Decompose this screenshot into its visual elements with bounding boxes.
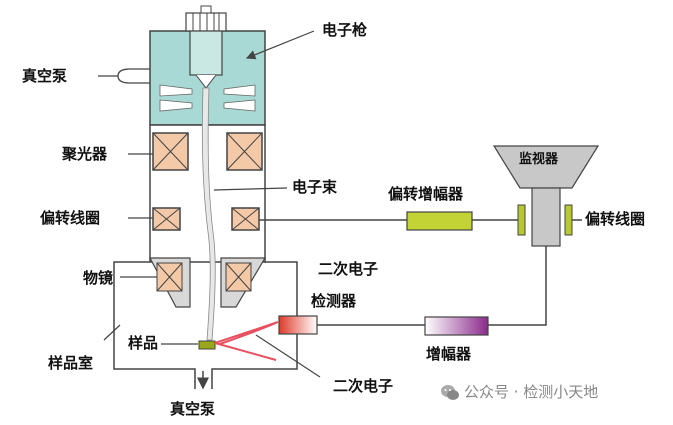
- secondary-detector: [278, 315, 318, 335]
- condenser-coil-right: [226, 132, 263, 171]
- electron-beam: [201, 87, 216, 341]
- gun-electrodes: [159, 84, 256, 112]
- gun-cap: [185, 5, 227, 32]
- label-vacuum-pump-top: 真空泵: [22, 67, 68, 85]
- objective-lens-left: [149, 257, 191, 308]
- label-secondary-detector-2: 检测器: [311, 292, 357, 310]
- label-deflection-coil-left: 偏转线圈: [40, 209, 101, 227]
- label-secondary-detector-1: 二次电子: [318, 260, 379, 278]
- label-monitor: 监视器: [519, 152, 559, 167]
- label-vacuum-pump-bottom: 真空泵: [170, 400, 216, 418]
- label-deflection-amplifier: 偏转增幅器: [388, 185, 464, 203]
- deflection-coil-left: [152, 207, 181, 231]
- secondary-electron-path: [214, 321, 279, 361]
- label-objective-lens: 物镜: [83, 269, 114, 287]
- wechat-icon: [441, 385, 459, 400]
- watermark-text: 公众号 · 检测小天地: [464, 383, 599, 401]
- deflection-amplifier-box: [406, 211, 473, 231]
- deflection-coil-right: [231, 207, 260, 231]
- label-sample-chamber: 样品室: [48, 354, 94, 372]
- label-condenser: 聚光器: [62, 145, 108, 163]
- connection-lines: [259, 219, 582, 326]
- label-secondary-electron: 二次电子: [333, 377, 394, 395]
- monitor: [492, 145, 600, 247]
- sample-block: [198, 340, 216, 350]
- condenser-coil-left: [152, 132, 189, 171]
- label-electron-beam: 电子束: [292, 178, 338, 196]
- amplifier-box: [424, 316, 489, 336]
- sample-chamber: [113, 261, 298, 389]
- leader-lines: [103, 30, 321, 378]
- vacuum-pump-top-hose: [98, 68, 150, 84]
- label-amplifier: 增幅器: [426, 345, 472, 363]
- objective-lens-right: [220, 257, 267, 308]
- label-deflection-coil-right: 偏转线圈: [585, 210, 646, 228]
- cathode: [189, 30, 223, 89]
- label-sample: 样品: [128, 334, 159, 352]
- label-electron-gun: 电子枪: [322, 21, 368, 39]
